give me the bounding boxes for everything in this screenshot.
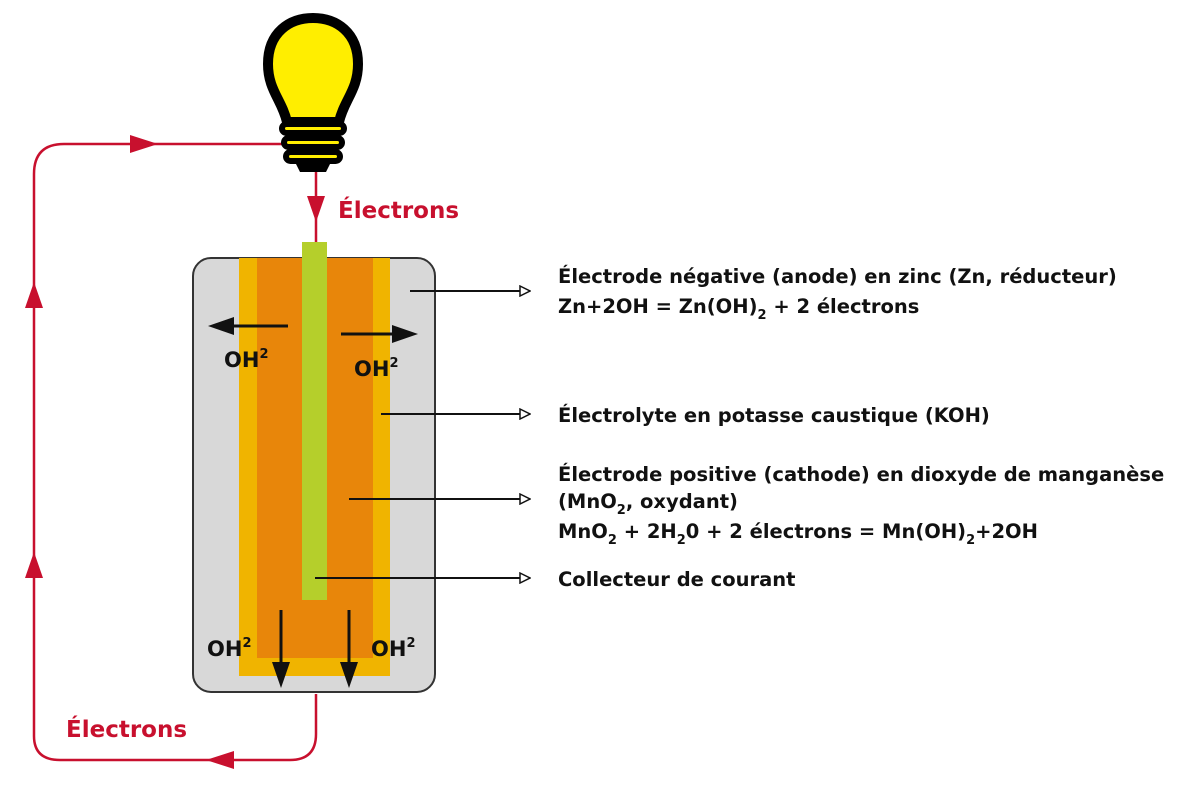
circuit-arrows bbox=[25, 135, 325, 769]
wire-arrow-up-lower bbox=[25, 552, 43, 578]
annotation-electrolyte: Électrolyte en potasse caustique (KOH) bbox=[558, 404, 990, 427]
annotation-collector: Collecteur de courant bbox=[558, 568, 796, 591]
cathode-line-3: MnO2 + 2H20 + 2 électrons = Mn(OH)2+2OH bbox=[558, 520, 1038, 548]
ion-label-upper-left: OH2 bbox=[224, 347, 268, 372]
current-collector bbox=[302, 242, 327, 600]
leader-lines bbox=[315, 291, 530, 578]
light-bulb-icon bbox=[263, 13, 363, 172]
ion-arrow-down-right bbox=[340, 662, 358, 688]
electrolyte-line-1: Électrolyte en potasse caustique (KOH) bbox=[558, 404, 990, 427]
ion-label-lower-right: OH2 bbox=[371, 636, 415, 661]
ion-arrow-left bbox=[208, 317, 234, 335]
battery-cell bbox=[192, 242, 436, 693]
wire-arrow-bottom bbox=[206, 751, 234, 769]
ion-label-upper-right: OH2 bbox=[354, 356, 398, 381]
anode-line-1: Électrode négative (anode) en zinc (Zn, … bbox=[558, 265, 1117, 288]
cathode-line-1: Électrode positive (cathode) en dioxyde … bbox=[558, 463, 1164, 486]
ion-arrow-down-left bbox=[272, 662, 290, 688]
annotation-anode: Électrode négative (anode) en zinc (Zn, … bbox=[558, 265, 1117, 323]
collector-line-1: Collecteur de courant bbox=[558, 568, 796, 591]
ion-arrow-right bbox=[392, 325, 418, 343]
wire-arrow-top bbox=[130, 135, 158, 153]
ion-label-lower-left: OH2 bbox=[207, 636, 251, 661]
wire-arrow-up-upper bbox=[25, 282, 43, 308]
wire-arrow-down bbox=[307, 196, 325, 222]
electrons-label-bottom: Électrons bbox=[66, 715, 187, 743]
ion-arrows bbox=[208, 317, 418, 688]
anode-line-2: Zn+2OH = Zn(OH)2 + 2 électrons bbox=[558, 295, 919, 323]
cathode-line-2: (MnO2, oxydant) bbox=[558, 490, 738, 518]
electrons-label-top: Électrons bbox=[338, 196, 459, 224]
annotation-cathode: Électrode positive (cathode) en dioxyde … bbox=[558, 463, 1164, 548]
